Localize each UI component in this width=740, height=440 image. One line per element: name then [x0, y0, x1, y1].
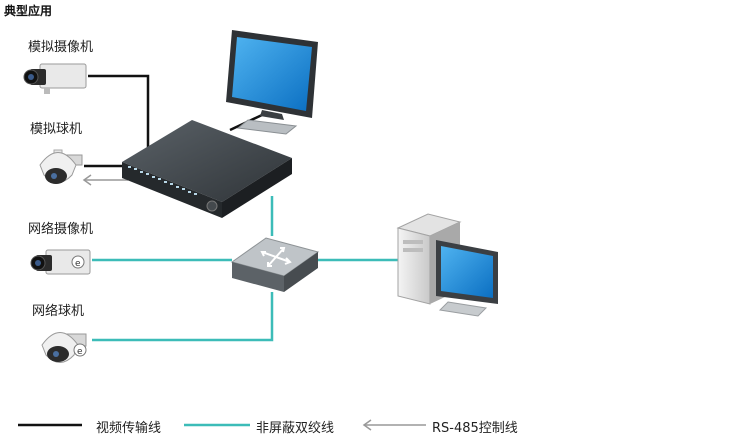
legend-rs485-arrow — [362, 419, 426, 431]
legend-rs485-label: RS-485控制线 — [432, 421, 518, 436]
network-camera-label: 网络摄像机 — [28, 222, 94, 237]
network-switch-icon — [230, 237, 320, 292]
dvr-icon — [122, 120, 292, 218]
svg-text:e: e — [77, 347, 83, 357]
analog-dome-icon — [39, 149, 83, 184]
rs485-cable-analog-dome — [82, 174, 128, 186]
analog-camera-label: 模拟摄像机 — [28, 40, 94, 55]
legend-utp-cable-label: 非屏蔽双绞线 — [256, 421, 335, 436]
video-cable-analog-camera — [88, 74, 150, 150]
monitor-icon — [226, 30, 318, 135]
analog-dome-label: 模拟球机 — [30, 122, 83, 137]
network-dome-icon: e — [41, 332, 87, 363]
analog-camera-icon — [23, 63, 87, 94]
legend-video-cable-label: 视频传输线 — [96, 421, 162, 436]
network-dome-label: 网络球机 — [32, 304, 85, 319]
utp-cable-network-dome — [92, 292, 274, 342]
svg-text:e: e — [75, 259, 81, 269]
network-camera-icon: e — [30, 249, 91, 275]
pc-monitor-icon — [436, 240, 498, 317]
page-title: 典型应用 — [4, 4, 53, 18]
